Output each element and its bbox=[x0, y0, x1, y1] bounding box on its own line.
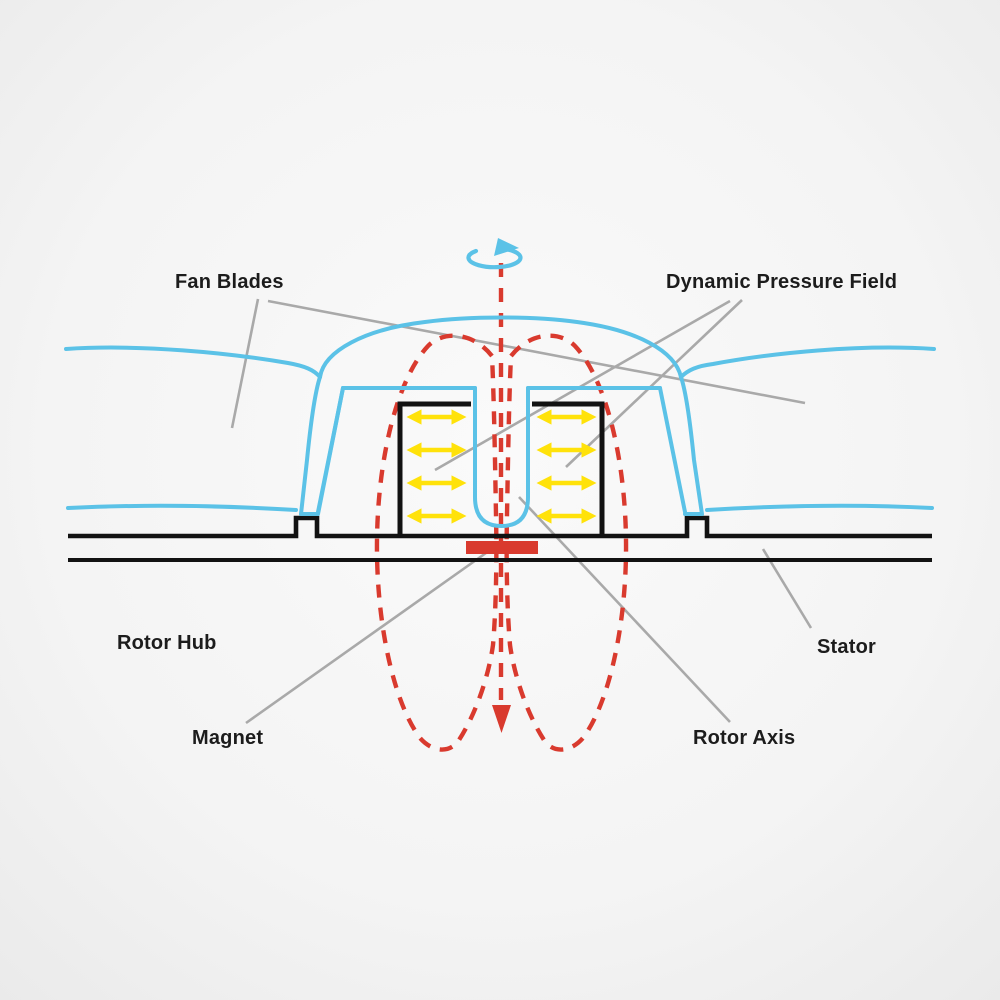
leader-pressure-field-left bbox=[434, 299, 731, 472]
pressure-arrow bbox=[407, 508, 467, 523]
hub-skirt-right-inner bbox=[658, 386, 687, 514]
axis-arrowhead-icon bbox=[492, 705, 511, 733]
leader-fan-blades-left bbox=[230, 298, 260, 429]
pressure-arrow bbox=[407, 475, 467, 490]
rotor-axis-line bbox=[492, 263, 511, 733]
stator-baseplate-top-line bbox=[68, 515, 932, 539]
label-fan-blades: Fan Blades bbox=[175, 271, 284, 293]
label-dynamic-pressure-field: Dynamic Pressure Field bbox=[666, 271, 898, 293]
leader-pressure-field-right bbox=[565, 299, 743, 468]
leader-magnet bbox=[245, 546, 494, 725]
label-rotor-axis: Rotor Axis bbox=[693, 727, 796, 749]
leader-stator bbox=[761, 548, 813, 629]
pressure-arrow bbox=[407, 442, 467, 457]
pressure-arrow bbox=[537, 508, 597, 523]
label-rotor-hub: Rotor Hub bbox=[117, 632, 217, 654]
fan-blade-right-bottom bbox=[705, 503, 934, 512]
stator-core-outline bbox=[397, 401, 605, 535]
hub-skirt-left-inner bbox=[316, 386, 345, 514]
pressure-arrow bbox=[537, 409, 597, 424]
bearing-sleeve bbox=[473, 386, 530, 528]
fan-blade-left-top bbox=[64, 345, 322, 379]
pressure-arrow bbox=[537, 442, 597, 457]
fan-blade-left-bottom bbox=[66, 503, 298, 512]
rotor-hub-and-blades bbox=[64, 315, 936, 528]
magnet-block bbox=[466, 541, 538, 554]
field-loop-right bbox=[504, 333, 629, 752]
pressure-arrow bbox=[537, 475, 597, 490]
leader-fan-blades-right bbox=[267, 299, 806, 405]
fan-blade-right-top bbox=[679, 345, 936, 379]
field-line-loops bbox=[374, 333, 629, 752]
field-loop-left bbox=[374, 333, 499, 752]
rotation-arrow-icon bbox=[466, 238, 523, 270]
label-stator: Stator bbox=[817, 636, 876, 658]
stator-structure bbox=[68, 401, 932, 562]
hub-skirt-right bbox=[679, 375, 704, 516]
label-magnet: Magnet bbox=[192, 727, 264, 749]
pressure-arrow bbox=[407, 409, 467, 424]
rotor-hub-dome bbox=[318, 315, 683, 379]
